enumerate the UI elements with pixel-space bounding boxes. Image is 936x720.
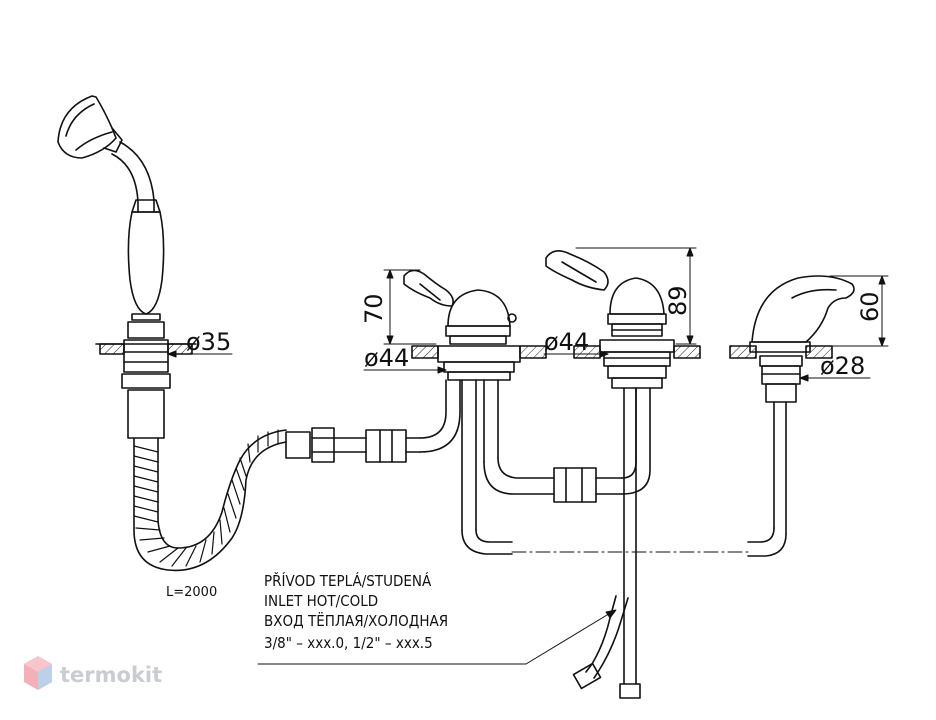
dim-valve-right-height: 89 bbox=[664, 285, 692, 316]
note-line-1: PŘÍVOD TEPLÁ/STUDENÁ bbox=[264, 571, 432, 590]
dim-spout-height: 60 bbox=[856, 291, 884, 322]
valve-left bbox=[403, 269, 555, 555]
dimension-lines bbox=[167, 247, 889, 665]
hose-length-label: L=2000 bbox=[166, 585, 217, 600]
dim-shower-flange-dia: ø35 bbox=[186, 328, 231, 356]
deck-left bbox=[411, 345, 547, 359]
watermark-brand: termokit bbox=[60, 663, 162, 687]
spout bbox=[747, 275, 855, 557]
deck-spout bbox=[729, 345, 833, 359]
note-line-3: ВХОД ТЁПЛАЯ/ХОЛОДНАЯ bbox=[264, 611, 448, 630]
dim-spout-dia: ø28 bbox=[820, 352, 865, 380]
watermark: termokit bbox=[24, 656, 162, 690]
note-line-2: INLET HOT/COLD bbox=[264, 592, 378, 610]
dim-valve-right-dia: ø44 bbox=[544, 328, 589, 356]
deck-right-valve bbox=[573, 345, 701, 359]
watermark-logo-icon bbox=[24, 656, 52, 690]
note-line-4: 3/8" – xxx.0, 1/2" – xxx.5 bbox=[264, 634, 433, 652]
dim-valve-left-height: 70 bbox=[360, 293, 388, 324]
hand-shower bbox=[57, 95, 171, 439]
shower-hose bbox=[133, 379, 461, 572]
dim-valve-left-dia: ø44 bbox=[364, 344, 409, 372]
